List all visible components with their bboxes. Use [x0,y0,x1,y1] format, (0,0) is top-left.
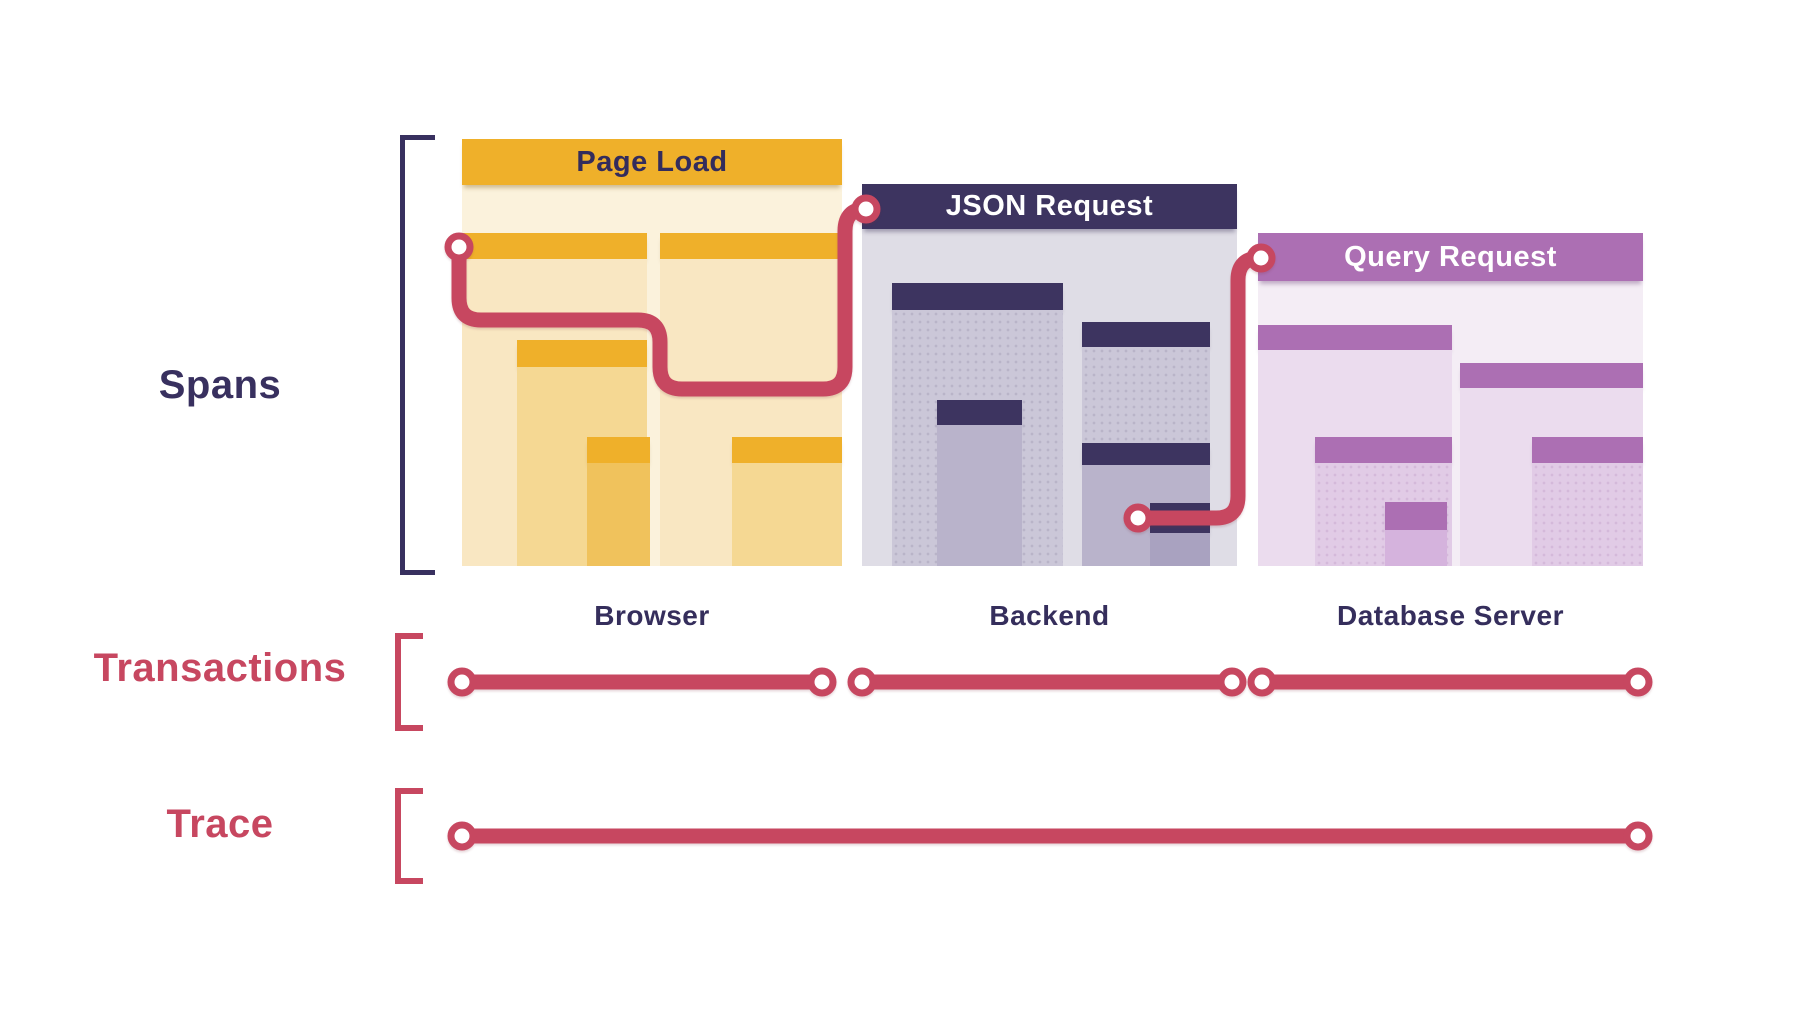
query-request-transaction-header: Query Request [1258,233,1643,281]
span-bar-header [1150,503,1210,533]
query-request-header-text: Query Request [1344,240,1557,273]
span-bar-body [587,463,650,566]
transactions-bracket [395,633,423,731]
database-service-label: Database Server [1337,600,1564,631]
spans-bracket [400,135,435,575]
backend-span-d1a [1150,503,1210,566]
span-bar-header [1532,437,1643,463]
page-load-transaction-header: Page Load [462,139,842,185]
trace-endpoint [1623,821,1653,851]
span-bar-header [462,233,647,259]
span-bar-body [937,425,1022,566]
span-bar-header [1082,443,1210,465]
database-span-e1a [1385,502,1447,566]
trace-label: Trace [166,802,274,846]
transaction-endpoint [847,667,877,697]
transaction-endpoint [1623,667,1653,697]
page-load-header-text: Page Load [576,145,728,178]
span-bar-body [1150,533,1210,566]
trace-endpoint [447,821,477,851]
span-bar-body [732,463,842,566]
span-bar-header [1385,502,1447,530]
span-bar-header [1315,437,1452,463]
transaction-endpoint [1247,667,1277,697]
span-bar-header [517,340,647,367]
transactions-label: Transactions [93,646,347,690]
span-bar-header [1460,363,1643,388]
transaction-endpoint [447,667,477,697]
span-bar-header [732,437,842,463]
transaction-endpoint [807,667,837,697]
span-bar-body [1532,463,1643,566]
backend-span-c1 [937,400,1022,566]
backend-service-label: Backend [989,600,1110,631]
browser-span-a1a [587,437,650,566]
database-span-f1 [1532,437,1643,566]
browser-span-b1 [732,437,842,566]
span-bar-body [1385,530,1447,566]
span-bar-header [587,437,650,463]
span-bar-header [660,233,842,259]
span-bar-header [937,400,1022,425]
json-request-header-text: JSON Request [945,190,1154,222]
transaction-endpoint [1217,667,1247,697]
json-request-transaction-header: JSON Request [862,184,1237,229]
browser-service-label: Browser [594,600,710,631]
span-bar-header [1082,322,1210,347]
trace-bracket [395,788,423,884]
spans-label: Spans [158,363,282,407]
span-bar-header [1258,325,1452,350]
span-bar-header [892,283,1063,310]
